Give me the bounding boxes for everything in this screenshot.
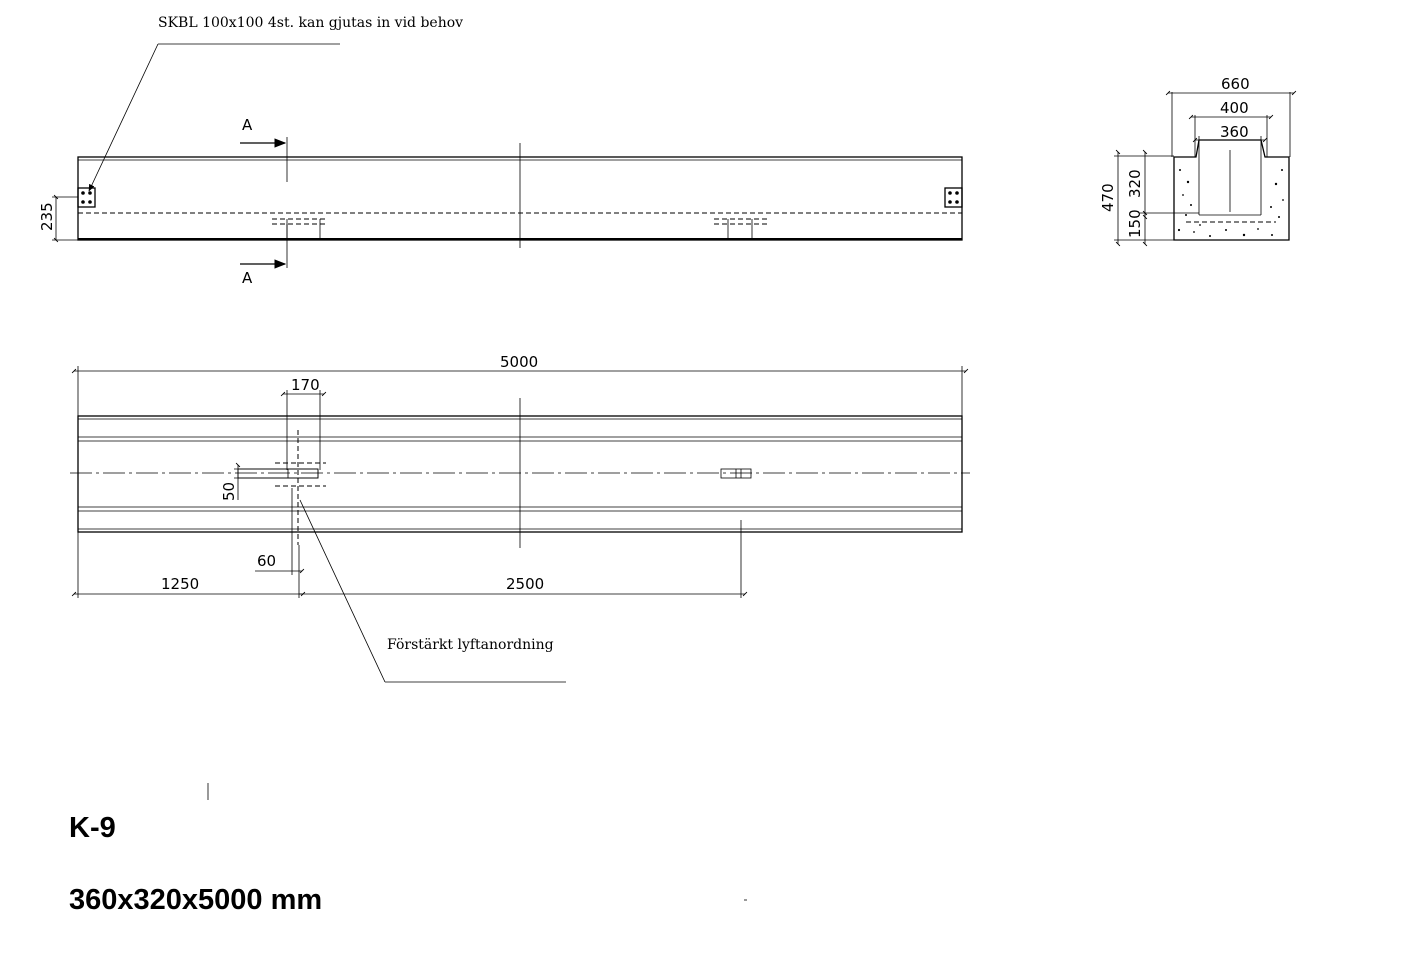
- cross-section: 660 400 360 470 320 150: [1099, 75, 1297, 247]
- concrete-hatch: [1177, 169, 1284, 237]
- skbl-note: SKBL 100x100 4st. kan gjutas in vid beho…: [88, 15, 463, 192]
- channel-height-label: 320: [1126, 169, 1144, 198]
- elevation-height-label: 235: [38, 202, 56, 231]
- inner-width-label: 360: [1220, 123, 1249, 141]
- lifting-note: Förstärkt lyftanordning: [299, 499, 566, 683]
- anchor-width-label: 170: [291, 376, 320, 394]
- cross-section-outline: [1173, 139, 1290, 241]
- height-dimensions: 470 320 150: [1099, 149, 1199, 247]
- end-to-anchor-label: 1250: [161, 575, 199, 593]
- length-dimension: 5000: [71, 353, 969, 416]
- anchor-spacing-label: 2500: [506, 575, 544, 593]
- elevation-anchor-left: [272, 218, 326, 240]
- lifting-leader: [299, 499, 386, 683]
- anchor-depth-dimension: 50: [220, 462, 288, 501]
- inner-width-dimension: 360: [1192, 123, 1268, 143]
- product-code: K-9: [69, 812, 116, 844]
- top-width-dimension: 400: [1188, 99, 1274, 157]
- skbl-leader-arrow: [88, 43, 159, 192]
- length-label: 5000: [500, 353, 538, 371]
- anchor-position-dimensions: 1250 2500: [71, 532, 748, 598]
- skbl-box-right: [944, 187, 963, 208]
- lifting-note-text: Förstärkt lyftanordning: [387, 637, 554, 653]
- plan-anchor-right: [720, 468, 752, 598]
- anchor-depth-label: 50: [220, 482, 238, 501]
- anchor-offset-label: 60: [257, 552, 276, 570]
- outer-width-dimension: 660: [1165, 75, 1297, 157]
- skbl-note-text: SKBL 100x100 4st. kan gjutas in vid beho…: [158, 15, 463, 31]
- anchor-offset-dimension: 60: [255, 488, 305, 575]
- total-height-label: 470: [1099, 183, 1117, 212]
- top-width-label: 400: [1220, 99, 1249, 117]
- plan-view: 5000 170 50 60 1250 2500: [70, 353, 970, 683]
- elevation-anchor-right: [714, 218, 768, 240]
- elevation-height-dimension: 235: [38, 194, 78, 243]
- section-mark-bottom: A: [242, 269, 253, 287]
- anchor-width-dimension: 170: [280, 376, 327, 470]
- product-dimensions: 360x320x5000 mm: [69, 884, 322, 916]
- skbl-box-left: [77, 187, 96, 208]
- side-elevation: A A 235: [38, 116, 963, 287]
- base-height-label: 150: [1126, 209, 1144, 238]
- outer-width-label: 660: [1221, 75, 1250, 93]
- section-mark-top: A: [242, 116, 253, 134]
